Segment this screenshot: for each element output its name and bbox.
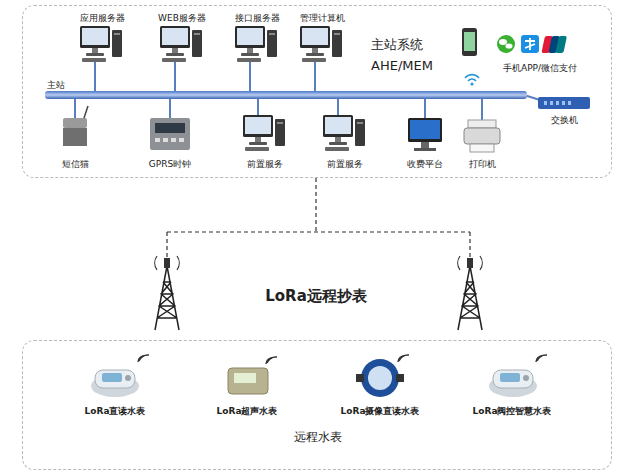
device-label: 接口服务器 <box>235 12 280 25</box>
device-label: LoRa摄像直读水表 <box>341 405 420 418</box>
device-label: 短信猫 <box>62 158 89 171</box>
device-label: 交换机 <box>551 114 578 127</box>
node-title: AHE/MEM <box>371 58 433 73</box>
node-title: 主站系统 <box>371 36 423 54</box>
device-label: LoRa阀控智慧水表 <box>473 405 552 418</box>
device-label: 前置服务 <box>327 158 363 171</box>
device-label: 前置服务 <box>247 158 283 171</box>
device-label: 管理计算机 <box>300 12 345 25</box>
device-label: 打印机 <box>469 158 496 171</box>
device-label: WEB服务器 <box>158 12 206 25</box>
node-title: 远程水表 <box>294 429 342 446</box>
region-box: 远程水表 <box>22 340 612 470</box>
section-title: LoRa远程抄表 <box>261 287 371 306</box>
device-label: 应用服务器 <box>80 12 125 25</box>
device-label: LoRa直读水表 <box>85 405 146 418</box>
device-label: 收费平台 <box>407 158 443 171</box>
device-label: 主站 <box>47 79 65 92</box>
device-label: LoRa超声水表 <box>217 405 278 418</box>
device-label: 手机APP/微信支付 <box>503 62 577 75</box>
device-label: GPRS时钟 <box>149 158 191 171</box>
region-box: 主站系统 AHE/MEM <box>22 5 612 178</box>
